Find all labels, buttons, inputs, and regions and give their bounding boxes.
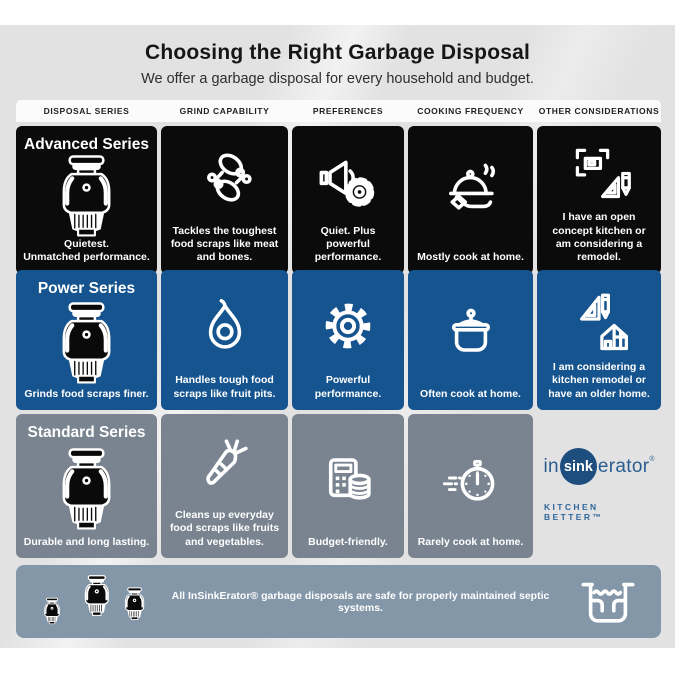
cell-caption: Quiet. Plus powerful performance. xyxy=(314,224,382,264)
column-header-preferences: PREFERENCES xyxy=(312,106,384,116)
series-caption: Durable and long lasting. xyxy=(23,535,150,548)
advanced-cooking-cell: Mostly cook at home. xyxy=(408,126,533,274)
advanced-grind-cell: Tackles the toughest food scraps like me… xyxy=(161,126,288,274)
series-caption: Quietest. Unmatched performance. xyxy=(23,238,150,264)
power-series-cell: Power Series Grinds food scraps finer. xyxy=(16,270,157,410)
drumsticks-icon xyxy=(206,153,252,202)
cell-caption: Powerful performance. xyxy=(314,374,382,400)
advanced-preferences-cell: Quiet. Plus powerful performance. xyxy=(292,126,404,274)
cell-caption: Budget-friendly. xyxy=(308,535,388,548)
ruler-pencil-house-icon xyxy=(580,293,628,350)
floorplan-ruler-pencil-icon xyxy=(575,148,631,199)
comparison-grid: DISPOSAL SERIES GRIND CAPABILITY PREFERE… xyxy=(16,100,661,558)
column-header-cooking-frequency: COOKING FREQUENCY xyxy=(417,106,524,116)
avocado-icon xyxy=(208,298,241,349)
infographic-panel: Choosing the Right Garbage Disposal We o… xyxy=(0,25,675,648)
insinkerator-logo: in sink erator ® xyxy=(544,448,655,485)
serving-dish-icon xyxy=(448,163,495,210)
logo-text-in: in xyxy=(543,455,559,477)
series-caption: Grinds food scraps finer. xyxy=(24,387,149,400)
series-title: Standard Series xyxy=(27,424,146,441)
logo-text-erator: erator xyxy=(597,455,650,477)
series-title: Power Series xyxy=(37,280,136,297)
column-header-grind-capability: GRIND CAPABILITY xyxy=(179,106,270,116)
gear-icon xyxy=(325,303,371,348)
disposal-unit-illustration xyxy=(23,301,150,385)
page-title: Choosing the Right Garbage Disposal xyxy=(144,41,531,64)
advanced-other-cell: I have an open concept kitchen or am con… xyxy=(537,126,661,274)
cell-caption: I am considering a kitchen remodel or ha… xyxy=(548,360,650,400)
standard-series-cell: Standard Series Durable and long lasting… xyxy=(16,414,157,558)
disposal-family-illustration xyxy=(26,572,150,638)
power-preferences-cell: Powerful performance. xyxy=(292,270,404,410)
cell-caption: Tackles the toughest food scraps like me… xyxy=(170,224,279,264)
footer-text: All InSinkErator® garbage disposals are … xyxy=(171,589,550,614)
logo-sink-circle: sink xyxy=(559,448,597,485)
cell-caption: Mostly cook at home. xyxy=(417,251,524,264)
cell-caption: Handles tough food scraps like fruit pit… xyxy=(173,374,276,400)
septic-tank-icon xyxy=(581,582,635,623)
power-grind-cell: Handles tough food scraps like fruit pit… xyxy=(161,270,288,410)
disposal-unit-illustration xyxy=(23,447,150,531)
standard-cooking-cell: Rarely cook at home. xyxy=(408,414,533,558)
carrot-icon xyxy=(205,439,248,485)
cell-caption: Cleans up everyday food scraps like frui… xyxy=(169,508,280,548)
series-title: Advanced Series xyxy=(24,136,149,153)
registered-mark: ® xyxy=(649,456,655,463)
brand-cell: in sink erator ® KITCHEN BETTER™ xyxy=(537,414,661,558)
cell-caption: Rarely cook at home. xyxy=(417,535,524,548)
column-header-bar: DISPOSAL SERIES GRIND CAPABILITY PREFERE… xyxy=(16,100,661,122)
row-power-series: Power Series Grinds food scraps finer. xyxy=(16,270,661,410)
advanced-series-cell: Advanced Series Quietest. Unmatched perf… xyxy=(16,126,157,274)
standard-preferences-cell: Budget-friendly. xyxy=(292,414,404,558)
page-subtitle: We offer a garbage disposal for every ho… xyxy=(141,71,534,87)
column-header-disposal-series: DISPOSAL SERIES xyxy=(43,106,130,116)
logo-tagline: KITCHEN BETTER™ xyxy=(544,502,604,522)
row-standard-series: Standard Series Durable and long lasting… xyxy=(16,414,661,558)
footer-bar: All InSinkErator® garbage disposals are … xyxy=(16,565,661,638)
row-advanced-series: Advanced Series Quietest. Unmatched perf… xyxy=(16,126,661,274)
power-cooking-cell: Often cook at home. xyxy=(408,270,533,410)
cell-caption: I have an open concept kitchen or am con… xyxy=(552,211,646,264)
column-header-other-considerations: OTHER CONSIDERATIONS xyxy=(538,106,660,116)
stopwatch-icon xyxy=(442,460,494,501)
calculator-coins-icon xyxy=(328,458,371,500)
standard-grind-cell: Cleans up everyday food scraps like frui… xyxy=(161,414,288,558)
cooking-pot-icon xyxy=(451,308,490,353)
disposal-unit-illustration xyxy=(23,154,150,238)
power-other-cell: I am considering a kitchen remodel or ha… xyxy=(537,270,661,410)
cell-caption: Often cook at home. xyxy=(420,387,521,400)
speaker-gear-icon xyxy=(319,160,375,207)
